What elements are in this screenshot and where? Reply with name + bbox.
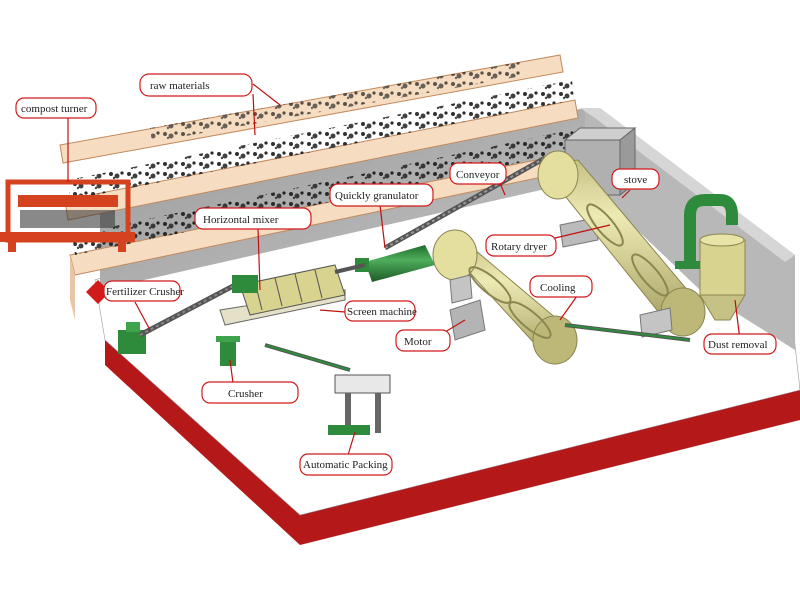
screen-machine <box>219 264 346 326</box>
conveyor-from-cooling <box>564 323 691 342</box>
label-raw-materials: raw materials <box>139 73 253 97</box>
label-automatic-packing: Automatic Packing <box>299 453 393 476</box>
svg-text:Crusher: Crusher <box>228 388 263 400</box>
label-cooling: Cooling <box>529 275 593 298</box>
rotary-dryer-cylinder <box>537 150 706 338</box>
svg-text:Automatic Packing: Automatic Packing <box>303 459 388 471</box>
label-stove: stove <box>611 168 660 190</box>
svg-text:raw materials: raw materials <box>150 80 210 92</box>
label-quickly-granulator: Quickly granulator <box>329 183 434 207</box>
automatic-packing-machine <box>328 374 391 435</box>
conveyor-to-mixer <box>138 282 237 338</box>
label-dust-removal: Dust removal <box>703 333 777 355</box>
svg-text:Horizontal mixer: Horizontal mixer <box>203 214 279 226</box>
svg-text:Fertilizer Crusher: Fertilizer Crusher <box>106 286 184 298</box>
svg-text:Dust removal: Dust removal <box>708 339 768 351</box>
horizontal-mixer-machine <box>232 275 258 293</box>
motor-blocks <box>449 274 486 341</box>
svg-text:stove: stove <box>624 174 647 186</box>
label-crusher: Crusher <box>201 381 299 404</box>
svg-text:Rotary dryer: Rotary dryer <box>491 241 547 253</box>
cooling-cylinder <box>432 229 578 365</box>
conveyor-to-packing <box>264 343 351 372</box>
svg-text:Quickly granulator: Quickly granulator <box>335 190 419 202</box>
label-compost-turner: compost turner <box>15 97 97 119</box>
svg-text:compost turner: compost turner <box>21 103 88 115</box>
conveyor-to-dryer <box>383 155 547 251</box>
label-conveyor: Conveyor <box>449 162 507 185</box>
label-fertilizer-crusher: Fertilizer Crusher <box>86 280 184 304</box>
label-screen-machine: Screen machine <box>344 300 417 322</box>
label-horizontal-mixer: Horizontal mixer <box>194 207 312 230</box>
label-motor: Motor <box>395 329 451 352</box>
svg-text:Screen machine: Screen machine <box>347 306 417 318</box>
dust-removal-unit <box>675 194 746 321</box>
label-rotary-dryer: Rotary dryer <box>485 234 557 257</box>
svg-text:Cooling: Cooling <box>540 282 576 294</box>
svg-text:Conveyor: Conveyor <box>456 169 500 181</box>
quickly-granulator-machine <box>334 245 435 282</box>
svg-text:Motor: Motor <box>404 336 432 348</box>
crusher-machine <box>216 336 240 366</box>
